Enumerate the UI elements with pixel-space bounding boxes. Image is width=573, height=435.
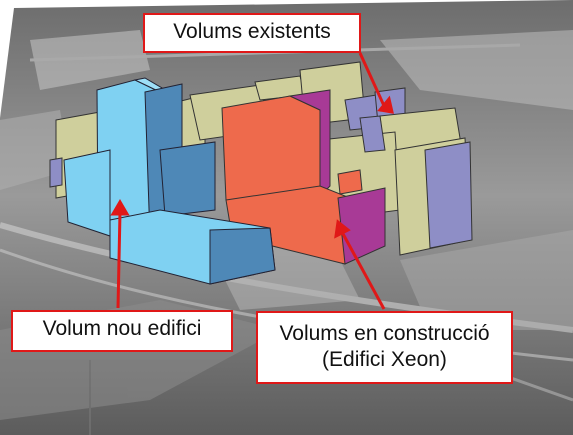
label-construction-line1: Volums en construcció <box>279 322 490 345</box>
arrow-new <box>116 211 122 309</box>
label-new-building-text: Volum nou edifici <box>42 317 202 340</box>
label-existing-text: Volums existents <box>173 20 331 43</box>
new-building-volume <box>63 77 276 285</box>
label-existing-volumes: Volums existents <box>143 13 361 53</box>
arrowhead-construction <box>334 219 351 239</box>
arrowhead-new <box>110 199 130 216</box>
label-construction-volumes: Volums en construcció (Edifici Xeon) <box>256 311 513 384</box>
arrowhead-existing <box>377 95 394 114</box>
label-construction-line2: (Edifici Xeon) <box>322 348 447 371</box>
arrows <box>110 52 394 310</box>
arrow-existing <box>358 52 387 109</box>
arrow-construction <box>340 231 386 310</box>
label-new-building: Volum nou edifici <box>11 310 233 352</box>
